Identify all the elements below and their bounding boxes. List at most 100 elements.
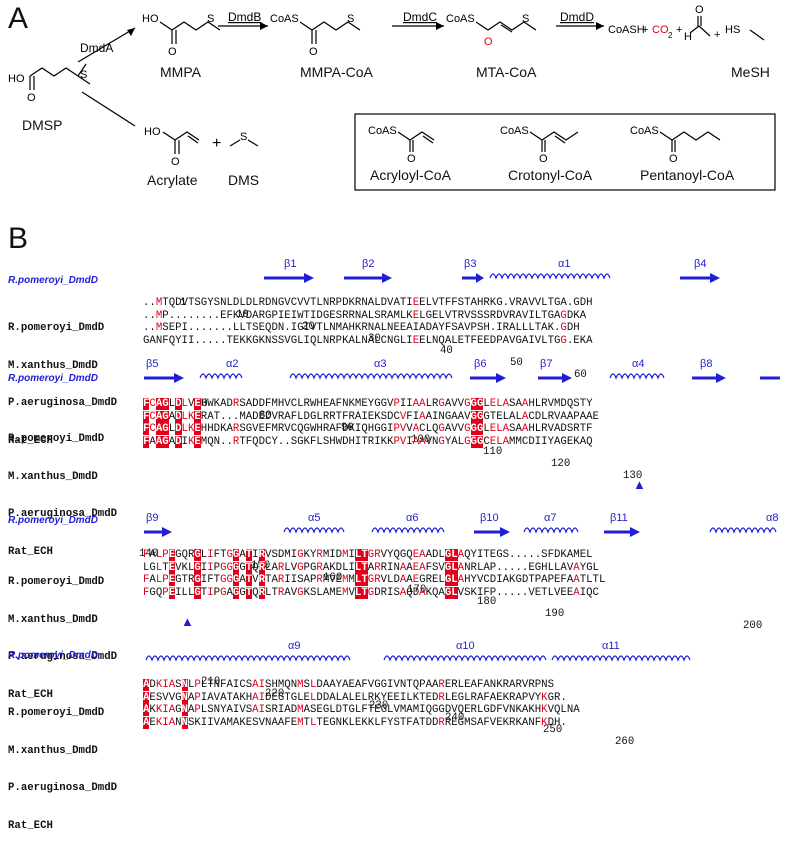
num: 140 bbox=[139, 548, 159, 560]
ss-a3: α3 bbox=[374, 358, 386, 370]
ss-b6: β6 bbox=[474, 358, 486, 370]
seq-name: Rat_ECH bbox=[8, 688, 53, 701]
num: 220 bbox=[265, 688, 285, 700]
pathway-scheme: HO O S DmdA HO O S DmdB CoAS O S DmdC Co… bbox=[8, 4, 776, 191]
sequence-row: AEKIANNSKIIVAMAKESVNAAFEMTLTEGNKLEKKLFYS… bbox=[143, 716, 567, 729]
dmdd-label: DmdD bbox=[560, 10, 594, 24]
ss-b7: β7 bbox=[540, 358, 552, 370]
ss-a6: α6 bbox=[406, 512, 418, 524]
seq-name: P.aeruginosa_DmdD bbox=[8, 397, 118, 409]
ss-b11: β11 bbox=[610, 512, 628, 524]
acryloyl-coa-structure bbox=[397, 131, 435, 152]
num: 100 bbox=[411, 434, 431, 446]
num: 80 bbox=[259, 410, 272, 422]
num: 30 bbox=[368, 333, 381, 345]
sequences-4: ADKIASNLPLTNFAICSAISHMQNMSLDAAYAEAFVGGIV… bbox=[143, 679, 580, 729]
pentanoyl-coa-structure bbox=[659, 131, 721, 152]
mmpa-coa-structure bbox=[299, 21, 361, 44]
ss-track-4: α9 α10 α11 bbox=[145, 640, 691, 662]
mta-coa-structure bbox=[475, 21, 537, 33]
ss-a5: α5 bbox=[308, 512, 320, 524]
sequence-row: FCAGADLKERAT...MADEDVRAFLDGLRRTFRAIEKSDC… bbox=[143, 410, 599, 423]
plus-2: + bbox=[676, 24, 682, 36]
num: 180 bbox=[477, 596, 497, 608]
co2-text: CO bbox=[652, 24, 669, 36]
mmpa-coa-s: S bbox=[347, 13, 354, 25]
sequence-row: LGLTEVKLGIIPGGGGTQRLARLVGPGRAKDLILTARRIN… bbox=[143, 561, 599, 574]
dms-s: S bbox=[240, 131, 247, 143]
sequence-row: ..MP........EFKVDARGPIEIWTIDGESRRNALSRAM… bbox=[143, 309, 587, 322]
num: 210 bbox=[201, 676, 221, 688]
dms-structure bbox=[229, 139, 259, 147]
num: 250 bbox=[543, 724, 563, 736]
ss-a2: α2 bbox=[226, 358, 238, 370]
ref-label-2: R.pomeroyi_DmdD bbox=[8, 373, 99, 384]
seq-name: P.aeruginosa_DmdD bbox=[8, 782, 118, 794]
panel-b-label: B bbox=[8, 222, 29, 255]
sequences-2: FCAGLDLVEHWKADRSADDFMHVCLRWHEAFNKMEYGGVP… bbox=[143, 398, 599, 448]
crotonyl-coa-name: Crotonyl-CoA bbox=[508, 167, 593, 183]
acrylate-o: O bbox=[171, 156, 180, 168]
crotonyl-o: O bbox=[539, 153, 548, 165]
seq-names-4: R.pomeroyi_DmdD M.xanthus_DmdD P.aerugin… bbox=[8, 682, 117, 857]
mmpa-coa-coas: CoAS bbox=[270, 13, 299, 25]
num: 10 bbox=[236, 309, 249, 321]
seq-name: M.xanthus_DmdD bbox=[8, 613, 98, 626]
ss-b10: β10 bbox=[480, 512, 499, 524]
ss-track-2: β5 α2 α3 β6 β7 α4 β8 bbox=[144, 358, 780, 383]
mta-coa-name: MTA-CoA bbox=[476, 64, 537, 80]
pentanoyl-coas: CoAS bbox=[630, 125, 659, 137]
num: 170 bbox=[407, 584, 427, 596]
seq-names-2: R.pomeroyi_DmdD M.xanthus_DmdD P.aerugin… bbox=[8, 408, 117, 583]
ss-b2: β2 bbox=[362, 258, 374, 270]
sequence-row: FALPEGTRGIFTGGGATVRTARIISAPRMVEMMLTGRVLD… bbox=[143, 574, 606, 586]
ss-track-3: β9 α5 α6 β10 α7 β11 α8 bbox=[144, 512, 778, 537]
num: 230 bbox=[369, 700, 389, 712]
seq-name: R.pomeroyi_DmdD bbox=[8, 322, 105, 334]
acrylate-structure bbox=[162, 131, 200, 154]
num: 130 bbox=[623, 470, 643, 482]
ruler-1: 1 10 20 30 40 50 60 bbox=[180, 285, 587, 393]
sequences-3: FALPEGQRGLIFTGGATIRVSDMIGKYRMIDMILTGRVYQ… bbox=[143, 549, 605, 599]
mesh-name: MeSH bbox=[731, 64, 770, 80]
sequence-row: AESVVGNAPIAVATAKHAIDEGTGLELDDALALELRKYEE… bbox=[143, 691, 567, 704]
ref-label-3: R.pomeroyi_DmdD bbox=[8, 515, 99, 526]
sequence-row: ..MTQDVTSGYSNLDLDLRDNGVCVVTLNRPDKRNALDVA… bbox=[143, 297, 593, 309]
seq-name: R.pomeroyi_DmdD bbox=[8, 707, 105, 719]
ruler-2: 70 80 90 100 110 120 130 bbox=[143, 386, 642, 494]
ss-a4: α4 bbox=[632, 358, 644, 370]
acryloyl-coa-name: Acryloyl-CoA bbox=[370, 167, 451, 183]
pentanoyl-o: O bbox=[669, 153, 678, 165]
mmpa-structure bbox=[159, 21, 221, 44]
num: 90 bbox=[341, 422, 354, 434]
ss-a11: α11 bbox=[602, 640, 620, 652]
mmpa-coa-name: MMPA-CoA bbox=[300, 64, 373, 80]
plus-3: + bbox=[714, 29, 720, 41]
num: 120 bbox=[551, 458, 571, 470]
sequence-row: FAAGADIKEMQN..RTFQDCY..SGKFLSHWDHITRIKKP… bbox=[143, 435, 593, 448]
seq-name: Rat_ECH bbox=[8, 545, 53, 558]
mta-coa-coas: CoAS bbox=[446, 13, 475, 25]
pentanoyl-coa-name: Pentanoyl-CoA bbox=[640, 167, 735, 183]
mmpa-ho: HO bbox=[142, 13, 159, 25]
sequence-row: FALPEGQRGLIFTGGATIRVSDMIGKYRMIDMILTGRVYQ… bbox=[143, 549, 593, 561]
num: 110 bbox=[483, 446, 503, 458]
sequence-row: FGQPEILLGTIPGAGGTQRLTRAVGKSLAMEMVLTGDRIS… bbox=[143, 586, 599, 599]
seq-name: M.xanthus_DmdD bbox=[8, 744, 98, 757]
acetaldehyde-h: H bbox=[684, 31, 692, 43]
mmpa-name: MMPA bbox=[160, 64, 201, 80]
crotonyl-coa-structure bbox=[529, 131, 579, 152]
num: 20 bbox=[302, 321, 315, 333]
mesh-structure bbox=[749, 29, 765, 41]
num: 240 bbox=[445, 712, 465, 724]
plus-1: + bbox=[642, 24, 648, 36]
marker-glu121: ▲ bbox=[633, 477, 646, 492]
seq-name: R.pomeroyi_DmdD bbox=[8, 576, 105, 588]
mmpa-s: S bbox=[207, 13, 214, 25]
ss-a1: α1 bbox=[558, 258, 570, 270]
ss-a7: α7 bbox=[544, 512, 556, 524]
ss-a8: α8 bbox=[766, 512, 778, 524]
dmsp-o: O bbox=[27, 92, 36, 104]
ss-b5: β5 bbox=[146, 358, 158, 370]
ss-a10: α10 bbox=[456, 640, 475, 652]
